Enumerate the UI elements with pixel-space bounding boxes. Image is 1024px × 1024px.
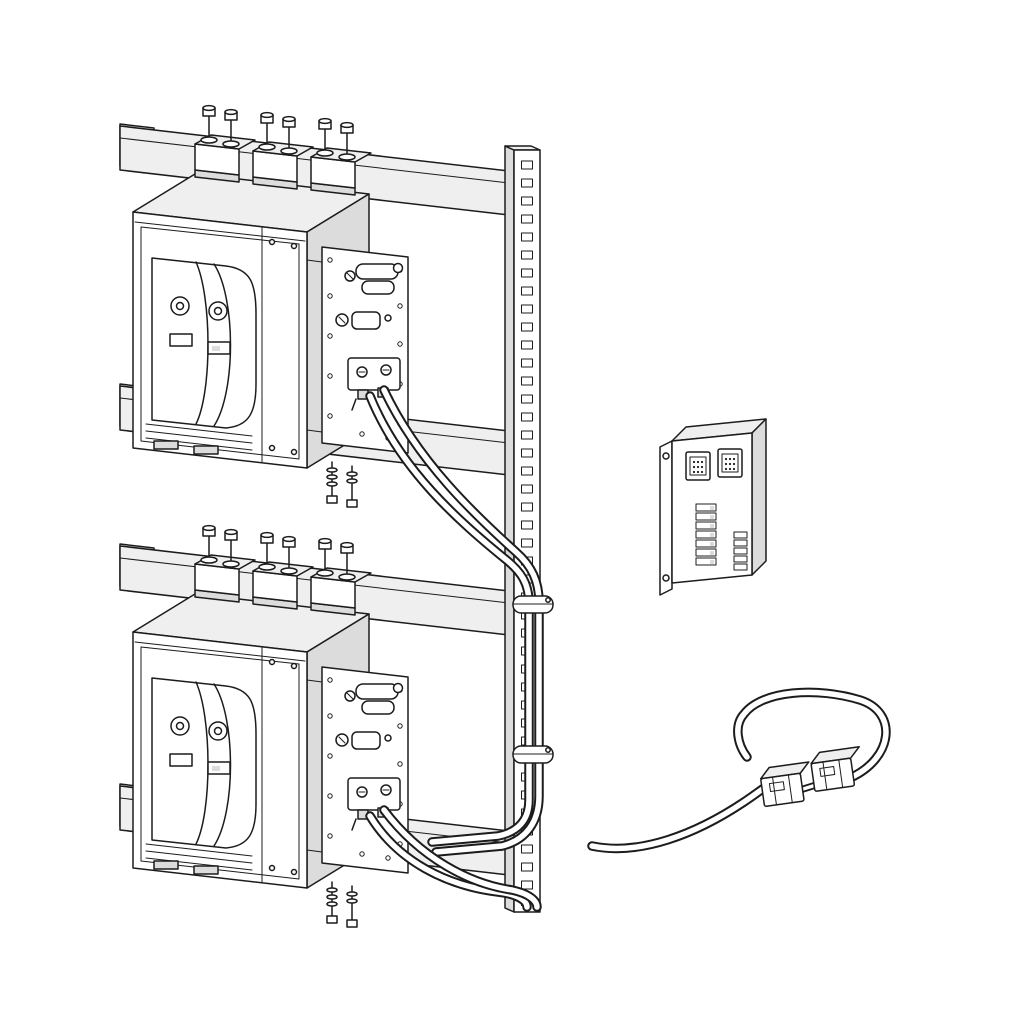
module-flange (659, 440, 673, 596)
module-side-face (751, 418, 767, 576)
cable-clamp (512, 745, 554, 764)
interconnection-cable (587, 687, 891, 854)
module-terminal-blocks (695, 503, 717, 566)
module-terminal-blocks-right (733, 531, 748, 571)
cable-clamp (512, 595, 554, 614)
lower-interlock-cables (365, 805, 542, 912)
upper-interlock-cables (365, 385, 544, 857)
vertical-perforated-rail (504, 145, 541, 913)
cable-plug-right (810, 746, 860, 792)
cable-plug-left (759, 761, 810, 808)
cable-clamps (512, 595, 554, 764)
interlock-control-module (659, 418, 767, 596)
